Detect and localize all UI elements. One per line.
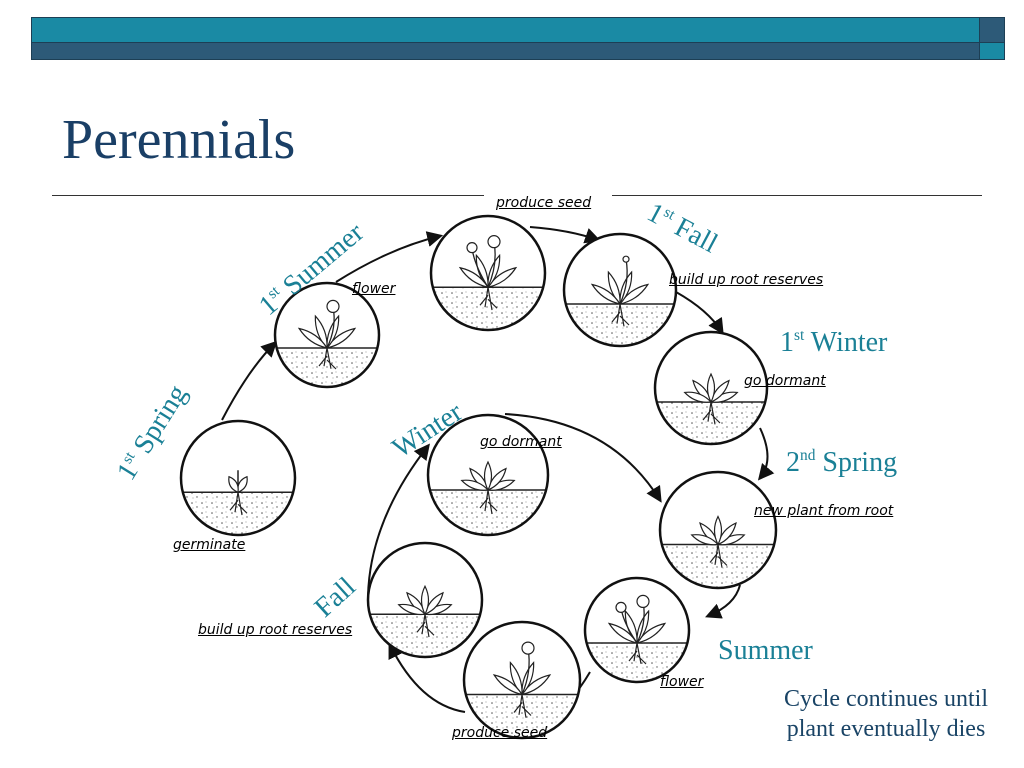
cycle-arrow (367, 443, 430, 597)
cycle-arrow (529, 226, 602, 244)
stage-root-reserves-2-circle (366, 541, 484, 659)
cycle-arrow (757, 427, 775, 481)
caption-produce-seed-1: produce seed (496, 195, 592, 211)
cycle-arrow (388, 642, 466, 713)
stage-produce-seed-1-circle (429, 214, 547, 332)
caption-germinate: germinate (173, 537, 246, 553)
stage-new-plant-circle (658, 470, 778, 590)
season-summer: Summer (718, 635, 813, 666)
caption-flower-2: flower (660, 674, 704, 690)
season-second-spring: 2nd Spring (786, 446, 898, 478)
cycle-arrow (675, 291, 724, 335)
caption-root-reserves-1: build up root reserves (669, 272, 824, 288)
season-first-winter: 1st Winter (780, 326, 888, 358)
title-rule-left (52, 195, 484, 196)
cycle-arrow (335, 231, 444, 283)
caption-flower-1: flower (352, 281, 396, 297)
cycle-note-line-1: Cycle continues until (784, 686, 988, 712)
caption-go-dormant-1: go dormant (744, 373, 826, 389)
cycle-arrow (504, 413, 662, 503)
stage-dormant-2-circle (426, 413, 550, 537)
cycle-note-line-2: plant eventually dies (786, 716, 986, 742)
caption-root-reserves-2: build up root reserves (198, 622, 353, 638)
stage-flower-1-circle (273, 281, 381, 389)
stage-germinate-circle (179, 419, 297, 537)
caption-go-dormant-2: go dormant (480, 434, 562, 450)
stage-produce-seed-2-circle (462, 620, 582, 740)
slide-title: Perennials (62, 109, 296, 171)
cycle-note: Cycle continues until plant eventually d… (768, 684, 1004, 744)
title-rule-right (612, 195, 982, 196)
cycle-arrow (705, 584, 741, 619)
stage-dormant-1-circle (653, 330, 769, 446)
cycle-arrow (221, 340, 278, 421)
caption-new-plant-from-root: new plant from root (754, 503, 894, 519)
header-square-bottom (979, 42, 1005, 60)
stage-root-reserves-1-circle (562, 232, 678, 348)
caption-produce-seed-2: produce seed (452, 725, 548, 741)
